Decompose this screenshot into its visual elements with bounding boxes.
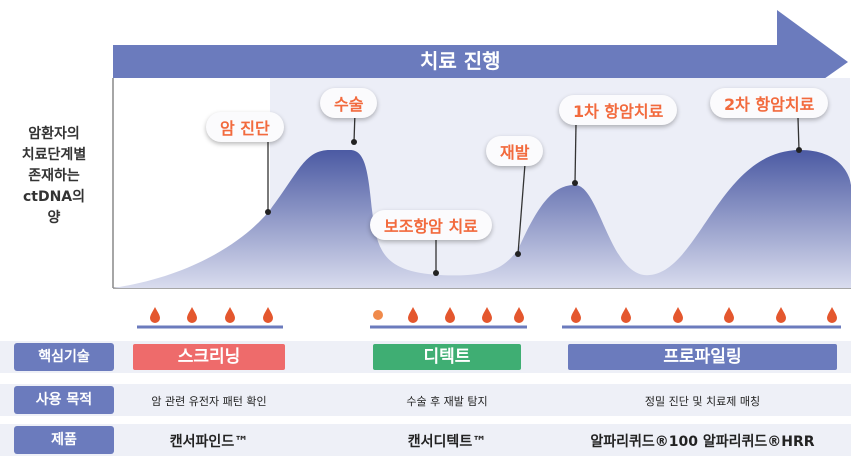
blood-drop-icon bbox=[621, 307, 631, 323]
dot-diagnosis bbox=[265, 209, 271, 215]
blood-drop-icon bbox=[571, 307, 581, 323]
row-header-purpose: 사용 목적 bbox=[14, 386, 114, 414]
blood-drop-icon bbox=[514, 307, 524, 323]
banner-title: 치료 진행 bbox=[420, 49, 501, 73]
tech-profiling: 프로파일링 bbox=[568, 344, 837, 370]
blood-drop-icon bbox=[673, 307, 683, 323]
blood-drop-icon bbox=[724, 307, 734, 323]
purpose-screening: 암 관련 유전자 패턴 확인 bbox=[151, 395, 267, 408]
callout-adjuvant: 보조항암 치료 bbox=[370, 210, 492, 240]
callout-diagnosis: 암 진단 bbox=[206, 112, 284, 142]
blood-drop-icon bbox=[263, 307, 273, 323]
row-product bbox=[0, 424, 851, 456]
blood-drop-icon bbox=[776, 307, 786, 323]
callout-second-line: 2차 항암치료 bbox=[710, 88, 829, 118]
leader-recurrence bbox=[517, 163, 526, 255]
product-cancerfind: 캔서파인드™ bbox=[169, 434, 249, 450]
ctdna-curve bbox=[113, 150, 851, 288]
purpose-detect: 수술 후 재발 탐지 bbox=[406, 395, 488, 408]
dot-surgery bbox=[351, 139, 357, 145]
leader-first-line bbox=[574, 123, 577, 184]
y-axis-label-line: ctDNA의 bbox=[22, 189, 86, 205]
callout-surgery: 수술 bbox=[320, 88, 378, 118]
y-axis-label: 암환자의 치료단계별 존재하는 ctDNA의 양 bbox=[0, 124, 108, 229]
blood-drop-icon bbox=[150, 307, 160, 323]
callout-first-line: 1차 항암치료 bbox=[559, 95, 678, 125]
product-alphaliquid: 알파리퀴드®100 알파리퀴드®HRR bbox=[590, 434, 815, 450]
blood-drops bbox=[150, 307, 837, 323]
row-header-core-tech: 핵심기술 bbox=[14, 343, 114, 371]
y-axis-label-line: 양 bbox=[47, 210, 61, 226]
leader-second-line bbox=[797, 117, 800, 151]
tech-screening: 스크리닝 bbox=[133, 344, 285, 370]
y-axis-label-line: 존재하는 bbox=[28, 168, 80, 184]
blood-drop-icon bbox=[225, 307, 235, 323]
product-cancerdetect: 캔서디텍트™ bbox=[407, 434, 487, 450]
blood-drop-icon bbox=[827, 307, 837, 323]
row-header-product: 제품 bbox=[14, 426, 114, 454]
blood-drop-icon bbox=[482, 307, 492, 323]
blood-cluster-icon bbox=[373, 310, 383, 320]
callout-recurrence: 재발 bbox=[486, 136, 544, 166]
blood-drop-icon bbox=[445, 307, 455, 323]
dot-second-line bbox=[796, 147, 802, 153]
row-purpose bbox=[0, 384, 851, 416]
dot-recurrence bbox=[515, 251, 521, 257]
blood-drop-icon bbox=[187, 307, 197, 323]
tech-detect: 디텍트 bbox=[373, 344, 521, 370]
treatment-progress-arrow bbox=[113, 10, 848, 112]
purpose-profiling: 정밀 진단 및 치료제 매칭 bbox=[644, 395, 761, 408]
blood-drop-icon bbox=[408, 307, 418, 323]
dot-adjuvant bbox=[433, 270, 439, 276]
y-axis-label-line: 치료단계별 bbox=[21, 147, 87, 163]
dot-first-line bbox=[572, 180, 578, 186]
y-axis-label-line: 암환자의 bbox=[28, 126, 80, 142]
